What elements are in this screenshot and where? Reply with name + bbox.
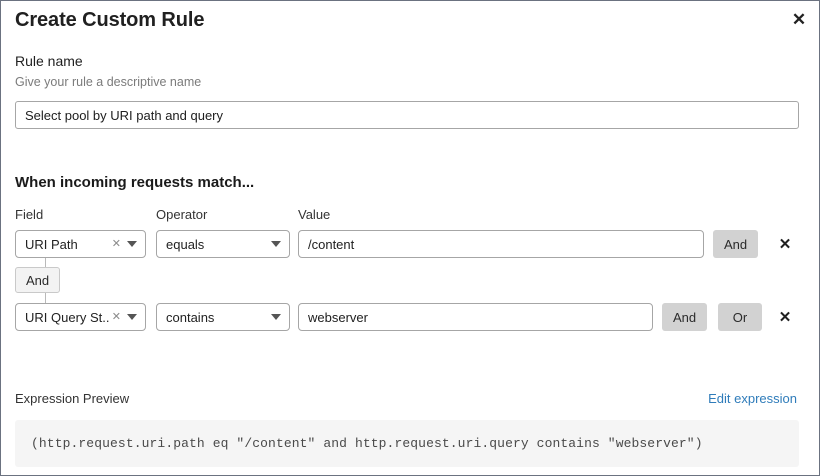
add-and-condition-button-0[interactable]: And — [713, 230, 759, 258]
operator-select-0-value: equals — [166, 236, 205, 252]
add-or-condition-button-1[interactable]: Or — [718, 303, 762, 331]
expression-preview-box: (http.request.uri.path eq "/content" and… — [15, 420, 799, 467]
close-icon[interactable]: ✕ — [791, 9, 807, 29]
operator-select-1-value: contains — [166, 309, 215, 325]
rule-name-help-text: Give your rule a descriptive name — [15, 75, 202, 89]
chevron-down-icon — [271, 241, 281, 247]
clear-icon[interactable]: ✕ — [111, 310, 121, 323]
edit-expression-link[interactable]: Edit expression — [708, 391, 797, 406]
column-header-operator: Operator — [156, 207, 208, 222]
column-header-field: Field — [15, 207, 44, 222]
value-input-1[interactable] — [298, 303, 653, 331]
field-select-1[interactable]: URI Query St... ✕ — [15, 303, 146, 331]
operator-select-1[interactable]: contains — [156, 303, 290, 331]
expression-preview-code: (http.request.uri.path eq "/content" and… — [31, 436, 703, 451]
page-title: Create Custom Rule — [15, 9, 205, 31]
field-select-1-value: URI Query St... — [25, 309, 110, 325]
remove-condition-button-0[interactable]: ✕ — [778, 236, 792, 253]
chevron-down-icon — [271, 314, 281, 320]
chevron-down-icon — [127, 241, 137, 247]
chevron-down-icon — [127, 314, 137, 320]
condition-connector-and-badge[interactable]: And — [15, 267, 61, 293]
column-header-value: Value — [298, 207, 331, 222]
value-input-0[interactable] — [298, 230, 704, 258]
match-conditions-heading: When incoming requests match... — [15, 174, 255, 191]
operator-select-0[interactable]: equals — [156, 230, 290, 258]
expression-preview-label: Expression Preview — [15, 391, 130, 406]
field-select-0[interactable]: URI Path ✕ — [15, 230, 146, 258]
remove-condition-button-1[interactable]: ✕ — [778, 309, 792, 326]
rule-name-input[interactable] — [15, 101, 799, 129]
clear-icon[interactable]: ✕ — [111, 237, 121, 250]
rule-name-label: Rule name — [15, 53, 83, 69]
field-select-0-value: URI Path — [25, 236, 78, 252]
add-and-condition-button-1[interactable]: And — [662, 303, 708, 331]
